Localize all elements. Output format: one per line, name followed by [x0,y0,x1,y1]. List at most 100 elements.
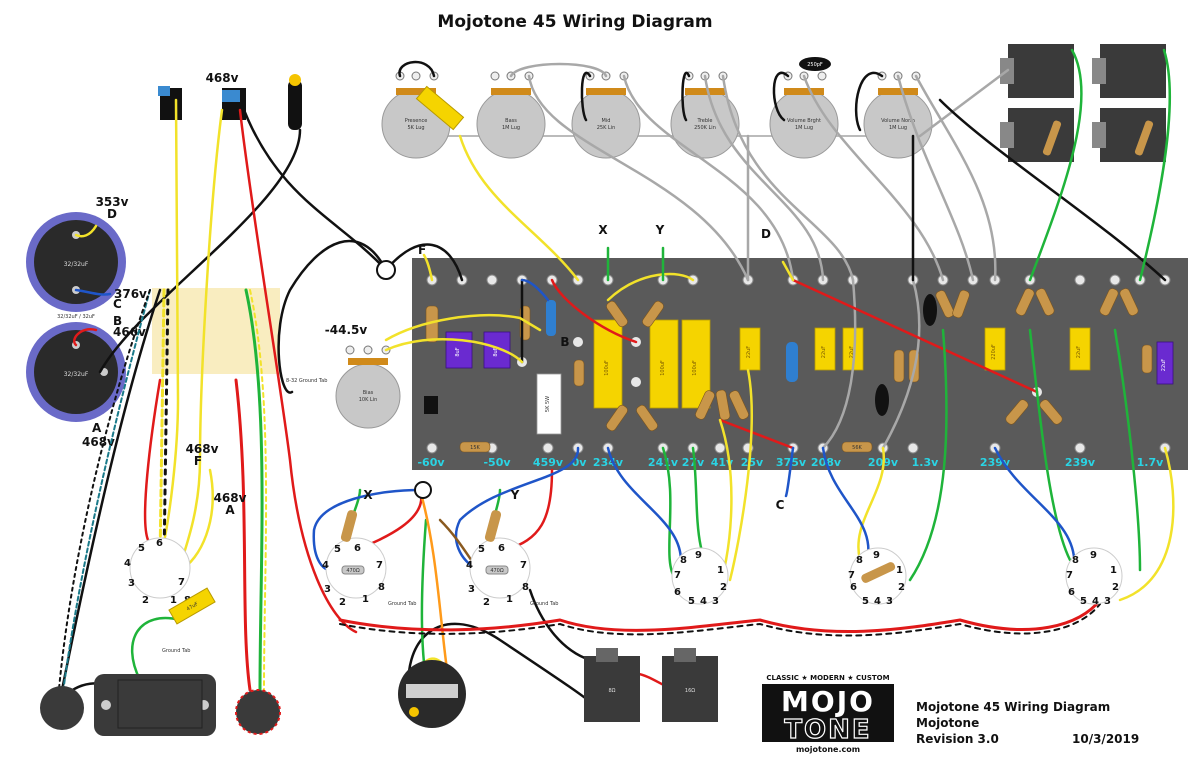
letter-x-socket: X [363,488,373,502]
voltage-top-468v: 468v [206,71,239,85]
svg-text:4: 4 [1092,596,1099,607]
input-jacks[interactable] [1000,44,1166,162]
pot-name: Volume Brght [787,118,821,124]
tan-resistors [425,288,1153,453]
letter-c-bottom: C [776,498,785,512]
svg-text:3: 3 [886,596,893,607]
svg-text:5: 5 [862,596,869,607]
svg-text:Ground Tab: Ground Tab [530,601,558,607]
pot-volume-bright[interactable]: Volume Brght 1M Lug [769,71,839,159]
svg-text:3: 3 [712,596,719,607]
svg-text:4: 4 [874,596,881,607]
svg-text:8: 8 [680,555,687,566]
svg-text:2: 2 [720,582,727,593]
cap-label: 22uF [1076,346,1082,359]
presence-cap [415,85,465,131]
svg-text:1: 1 [170,595,177,606]
cap-label: 100uF [692,360,698,376]
ground-node-board [376,260,396,280]
cap-8uf-a [445,331,473,369]
rectifier-cap [168,587,216,625]
cap-sublabel: 32/32uF / 32uF [57,314,95,320]
socket-y: 470Ω 1 2 3 4 5 6 7 8 Ground Tab [466,510,558,608]
blue-resistor-a [546,300,556,336]
pot-name: Presence [405,118,428,124]
svg-text:5: 5 [138,543,145,554]
letter-f-side: F [194,454,202,468]
svg-text:4: 4 [322,560,329,571]
svg-text:7: 7 [376,560,383,571]
letter-y-socket: Y [510,488,520,502]
svg-text:470Ω: 470Ω [490,568,504,574]
svg-text:4: 4 [124,558,131,569]
pot-name: Volume Norm [881,118,915,124]
cap-label: 32/32uF [64,371,89,378]
socket-left: 1 2 3 4 5 6 7 8 [124,537,191,606]
svg-text:6: 6 [156,538,163,549]
svg-text:Ground Tab: Ground Tab [388,601,416,607]
mojotone-logo: CLASSIC ★ MODERN ★ CUSTOM MOJO TONE mojo… [762,674,894,754]
svg-text:5: 5 [478,544,485,555]
purple-caps [445,331,1174,385]
voltage-label: 239v [1065,456,1096,469]
letter-d-board: D [761,227,771,241]
letter-d: D [107,207,117,221]
cap-label: 100uF [660,360,666,376]
cap-label: 22uF [1161,359,1167,372]
voltage-468v-f: 468v [186,442,219,456]
voltage-label: 239v [980,456,1011,469]
svg-text:5: 5 [1080,596,1087,607]
cap-22uf-e [1069,327,1091,371]
socket-x: 470Ω 1 2 3 4 5 6 7 8 Ground Tab [322,510,416,608]
cap-label: 250pF [807,62,823,68]
board-node-d [573,337,583,347]
fuse-cap [235,689,281,735]
pot-bass[interactable]: Bass 1M Lug [476,71,546,159]
cap-label: 8uF [455,347,461,356]
svg-text:5: 5 [688,596,695,607]
cap-100uf-b [649,319,679,409]
svg-text:6: 6 [498,543,505,554]
svg-text:8: 8 [378,582,385,593]
pots: Presence 5K Lug Bass 1M Lug Mid 25K Lin … [381,57,933,159]
cap-label: 22uF [849,346,855,359]
socket-9pin-a: 1 2 3 4 5 6 7 8 9 [671,547,729,607]
pot-value: 1M Lug [795,125,813,131]
ground-tab-label: 8-32 Ground Tab [286,378,327,384]
jack-label: 8Ω [608,688,615,694]
voltage-label: 1.3v [912,456,939,469]
svg-text:5: 5 [334,544,341,555]
voltage-label: 241v [648,456,679,469]
svg-text:1: 1 [896,565,903,576]
letter-y: Y [655,223,665,237]
svg-text:7: 7 [520,560,527,571]
bias-pot[interactable]: Bias 10K Lin [335,345,401,429]
svg-text:7: 7 [1066,570,1073,581]
voltage-label: -50v [483,456,511,469]
diagram-title: Mojotone 45 Wiring Diagram [437,12,712,32]
cap-22uf-d [984,327,1006,371]
wires [57,48,1175,712]
speaker-jack-8ohm[interactable]: 8Ω [584,648,640,722]
voltage-468v-a: 468v [214,491,247,505]
pot-name: Bias [363,390,374,396]
socket-9pin-c: 1 2 3 4 5 6 7 8 9 [1065,547,1123,607]
pot-volume-normal[interactable]: Volume Norm 1M Lug [863,71,933,159]
svg-text:8: 8 [856,555,863,566]
voltage-label: 1.7v [1137,456,1164,469]
voltage-bias: -44.5v [325,323,368,337]
power-resistor [536,373,562,435]
svg-text:9: 9 [873,550,880,561]
svg-text:2: 2 [898,582,905,593]
logo-url: mojotone.com [796,745,860,754]
svg-text:1: 1 [362,594,369,605]
svg-text:6: 6 [1068,587,1075,598]
pot-treble[interactable]: Treble 250K Lin [670,71,740,159]
black-cap-a [923,294,937,326]
speaker-jack-16ohm[interactable]: 16Ω [662,648,718,722]
logo-tone: TONE [784,715,871,745]
info-date: 10/3/2019 [1072,732,1139,746]
svg-text:3: 3 [128,578,135,589]
res-label: 56K [852,445,862,451]
